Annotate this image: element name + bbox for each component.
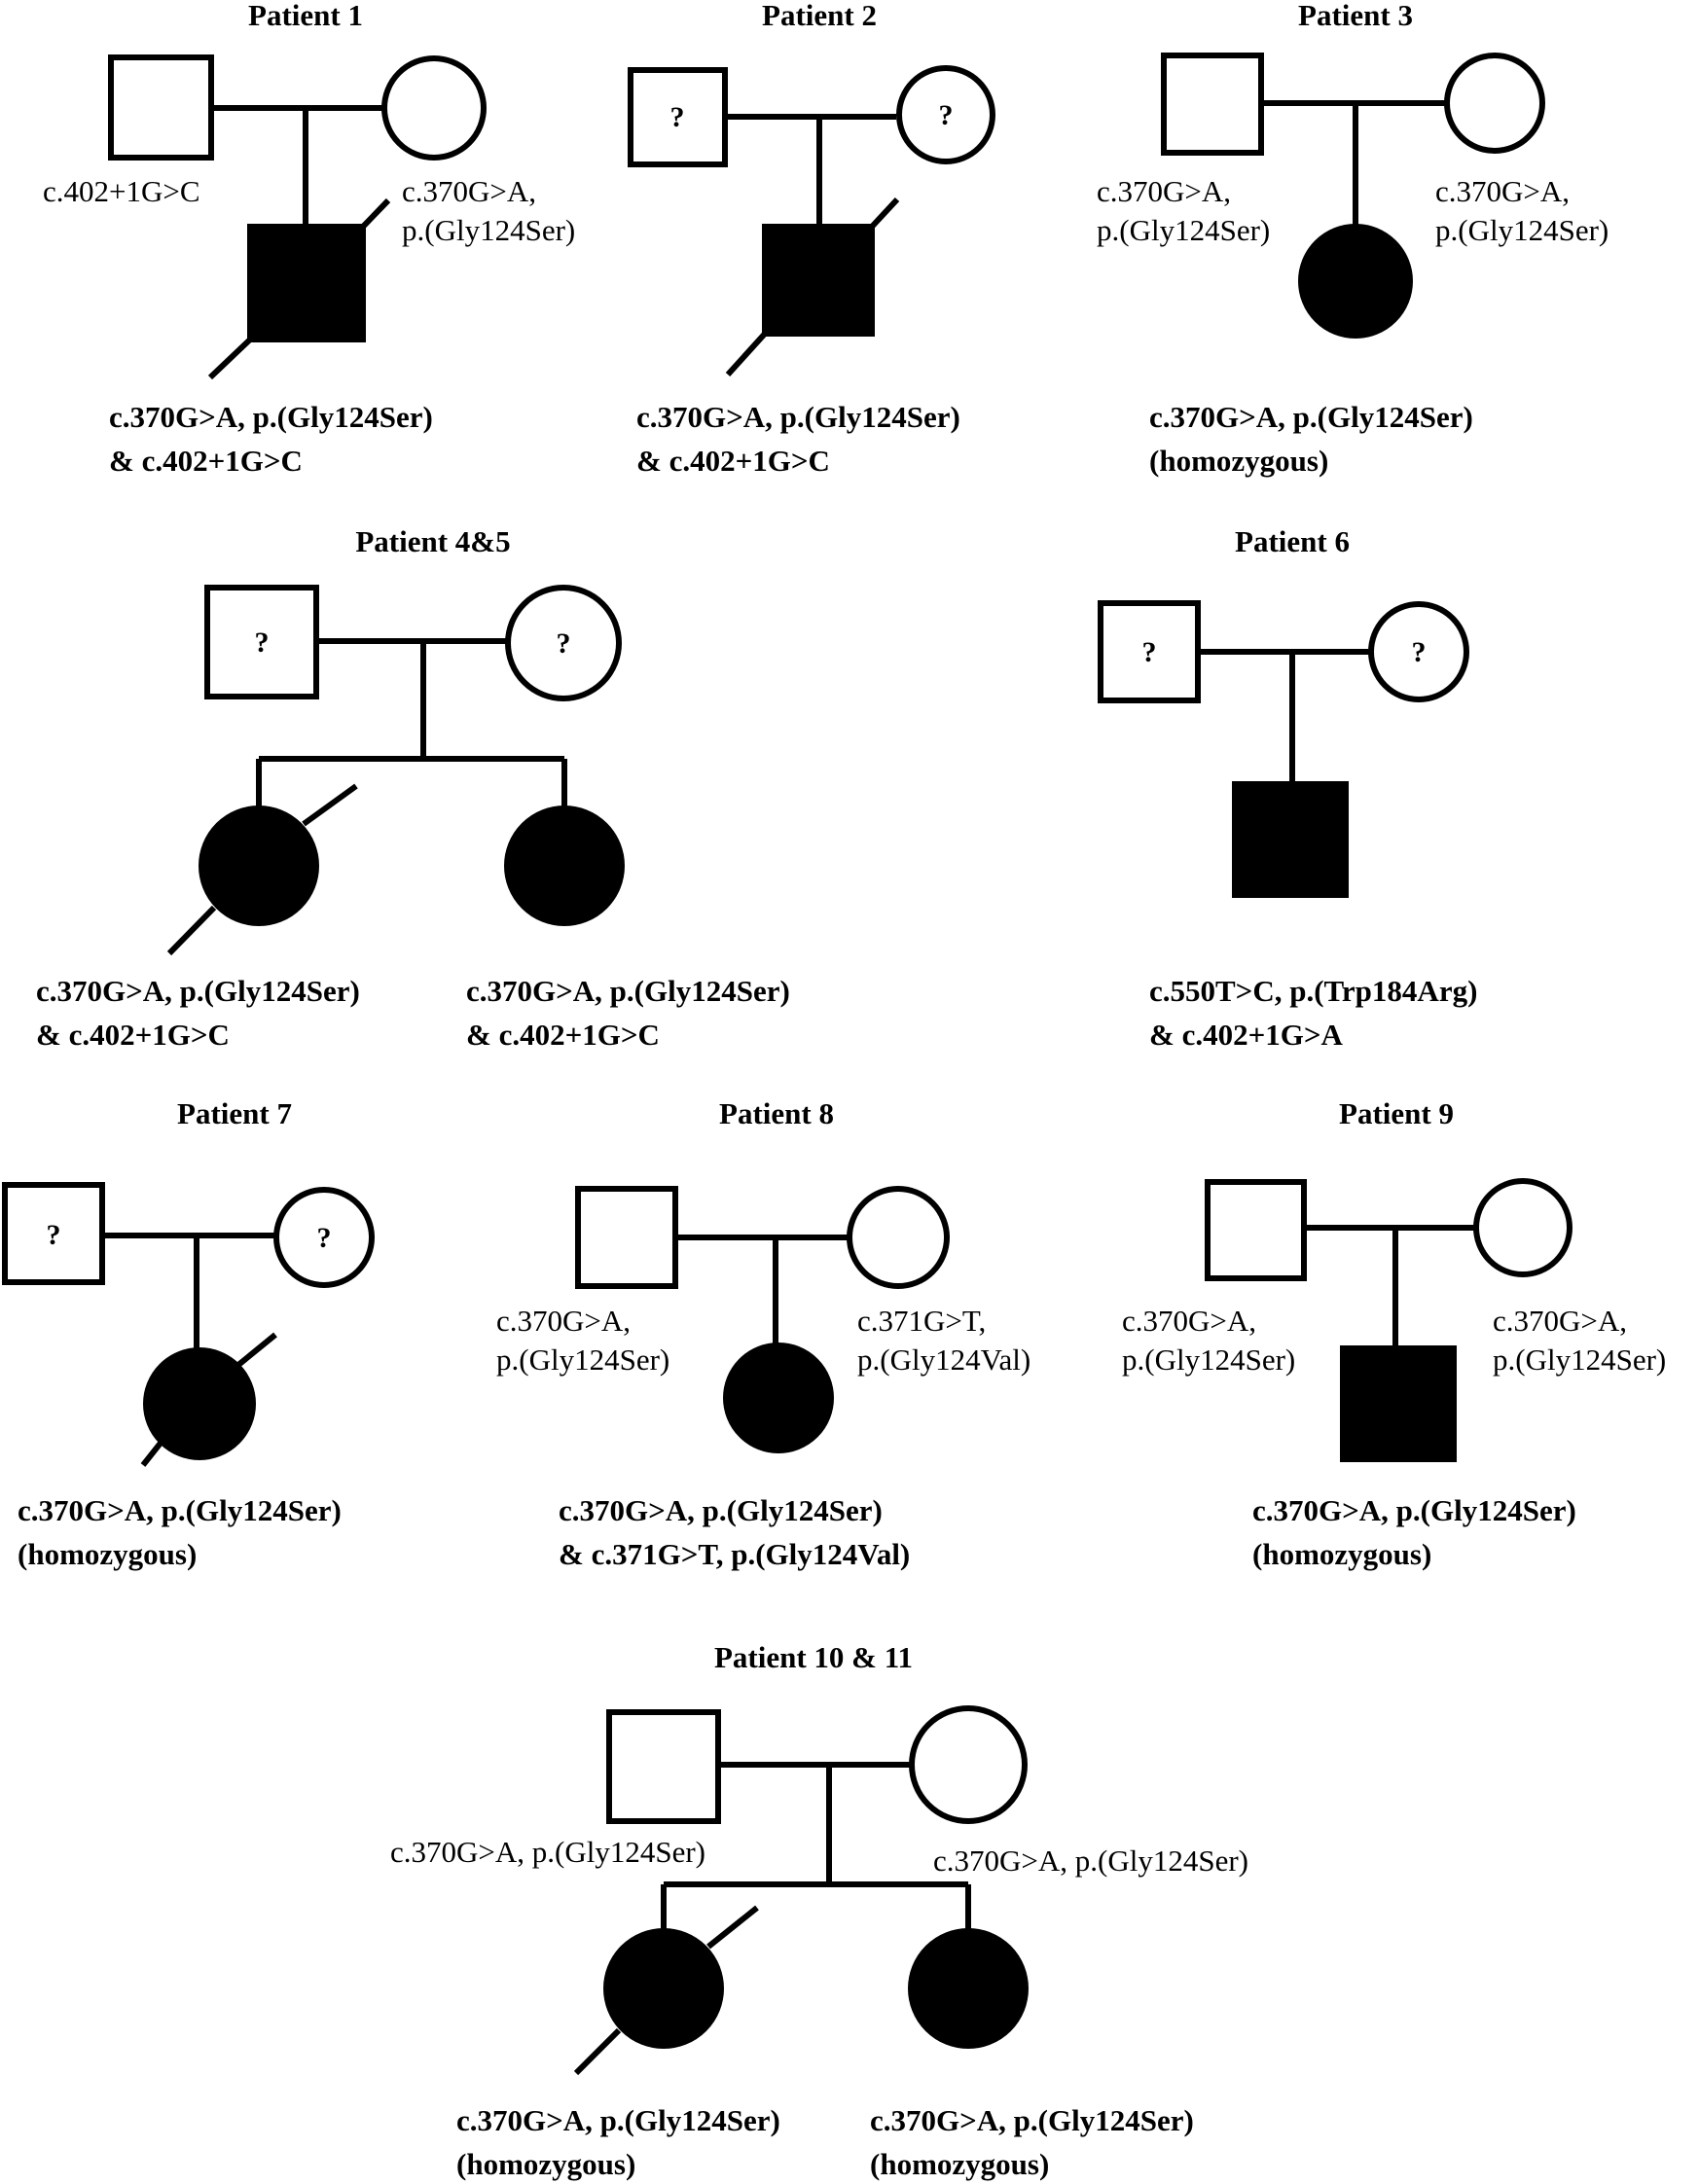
affected-female-proband	[1298, 224, 1413, 339]
affected-male-proband	[247, 224, 366, 342]
pedigree-title: Patient 4&5	[355, 524, 510, 558]
proband-genotype: c.370G>A, p.(Gly124Ser) (homozygous)	[1252, 1493, 1584, 1571]
proband-genotype: c.370G>A, p.(Gly124Ser) & c.402+1G>C	[636, 400, 968, 478]
pedigree-patient-1: Patient 1 c.402+1G>C c.370G>A, p.(Gly124…	[43, 0, 575, 478]
affected-female-child-2	[908, 1928, 1029, 2049]
proband-genotype: c.370G>A, p.(Gly124Ser) (homozygous)	[1149, 400, 1481, 478]
unknown-status-mark: ?	[1142, 636, 1157, 668]
mother-carrier-text: c.370G>A, p.(Gly124Ser)	[1493, 1304, 1666, 1377]
deceased-slash	[236, 1332, 277, 1368]
unknown-status-mark: ?	[1412, 636, 1427, 668]
deceased-slash	[140, 1440, 164, 1467]
father-carrier-text: c.370G>A, p.(Gly124Ser)	[1097, 174, 1270, 247]
pedigree-patient-10-11: Patient 10 & 11 c.370G>A, p.(Gly124Ser) …	[390, 1640, 1248, 2181]
father-symbol	[575, 1186, 678, 1289]
pedigree-title: Patient 1	[248, 0, 363, 32]
affected-female-proband	[143, 1347, 256, 1460]
deceased-slash	[207, 337, 253, 380]
deceased-slash	[360, 197, 391, 230]
father-symbol	[204, 585, 319, 699]
proband-genotype: c.370G>A, p.(Gly124Ser) & c.402+1G>C	[109, 400, 441, 478]
pedigree-title: Patient 6	[1235, 524, 1350, 558]
affected-female-child-1	[603, 1928, 724, 2049]
mother-carrier-text: c.370G>A, p.(Gly124Ser)	[933, 1844, 1248, 1878]
pedigree-title: Patient 8	[719, 1096, 834, 1130]
affected-female-child-2	[504, 806, 625, 926]
pedigree-title: Patient 10 & 11	[714, 1640, 913, 1674]
father-symbol	[2, 1182, 105, 1285]
father-symbol	[108, 54, 214, 161]
pedigree-patient-8: Patient 8 c.370G>A, p.(Gly124Ser) c.371G…	[496, 1096, 1030, 1571]
pedigree-patient-3: Patient 3 c.370G>A, p.(Gly124Ser) c.370G…	[1097, 0, 1609, 478]
pedigree-patient-6: Patient 6 ? ? c.550T>C, p.(Trp184Arg) & …	[1098, 524, 1485, 1052]
pedigree-title: Patient 2	[762, 0, 877, 32]
unknown-status-mark: ?	[47, 1219, 61, 1251]
mother-carrier-text: c.370G>A, p.(Gly124Ser)	[1435, 174, 1609, 247]
deceased-slash	[302, 783, 358, 827]
father-carrier-text: c.370G>A, p.(Gly124Ser)	[1122, 1304, 1295, 1377]
child-2-genotype: c.370G>A, p.(Gly124Ser) (homozygous)	[870, 2103, 1202, 2181]
pedigree-patient-9: Patient 9 c.370G>A, p.(Gly124Ser) c.370G…	[1122, 1096, 1666, 1571]
unknown-status-mark: ?	[670, 101, 685, 133]
mother-symbol	[1444, 53, 1545, 154]
mother-symbol	[896, 65, 995, 164]
unknown-status-mark: ?	[939, 99, 954, 131]
pedigree-patient-2: Patient 2 ? ? c.370G>A, p.(Gly124Ser) & …	[628, 0, 995, 478]
mother-carrier-text: c.371G>T, p.(Gly124Val)	[857, 1304, 1030, 1377]
mother-symbol	[909, 1705, 1028, 1824]
unknown-status-mark: ?	[557, 627, 571, 660]
mother-symbol	[1473, 1178, 1572, 1277]
pedigree-title: Patient 7	[177, 1096, 292, 1130]
pedigree-title: Patient 9	[1339, 1096, 1454, 1130]
child-2-genotype: c.370G>A, p.(Gly124Ser) & c.402+1G>C	[466, 974, 798, 1052]
father-symbol	[1161, 53, 1264, 156]
mother-carrier-text: c.370G>A, p.(Gly124Ser)	[402, 174, 575, 247]
mother-symbol	[847, 1186, 950, 1289]
deceased-slash	[166, 905, 217, 956]
father-carrier-text: c.402+1G>C	[43, 174, 200, 208]
deceased-slash	[573, 2027, 622, 2076]
mother-symbol	[1368, 601, 1469, 702]
proband-genotype: c.370G>A, p.(Gly124Ser) & c.371G>T, p.(G…	[559, 1493, 910, 1571]
father-symbol	[1205, 1179, 1307, 1281]
father-symbol	[1098, 600, 1201, 703]
affected-male-proband	[762, 224, 875, 337]
father-carrier-text: c.370G>A, p.(Gly124Ser)	[390, 1835, 705, 1869]
father-symbol	[606, 1709, 721, 1824]
affected-female-child-1	[199, 806, 319, 926]
deceased-slash	[869, 197, 900, 230]
affected-male-proband	[1340, 1345, 1457, 1462]
mother-symbol	[273, 1187, 375, 1288]
mother-symbol	[381, 55, 487, 161]
father-carrier-text: c.370G>A, p.(Gly124Ser)	[496, 1304, 669, 1377]
child-1-genotype: c.370G>A, p.(Gly124Ser) (homozygous)	[456, 2103, 788, 2181]
affected-male-proband	[1232, 781, 1349, 898]
father-symbol	[628, 67, 728, 167]
pedigree-title: Patient 3	[1298, 0, 1413, 32]
child-1-genotype: c.370G>A, p.(Gly124Ser) & c.402+1G>C	[36, 974, 368, 1052]
unknown-status-mark: ?	[255, 627, 270, 659]
affected-female-proband	[723, 1343, 834, 1453]
mother-symbol	[505, 585, 622, 701]
deceased-slash	[725, 331, 768, 377]
deceased-slash	[706, 1905, 759, 1950]
proband-genotype: c.370G>A, p.(Gly124Ser) (homozygous)	[18, 1493, 349, 1571]
unknown-status-mark: ?	[317, 1222, 332, 1254]
pedigree-patient-7: Patient 7 ? ? c.370G>A, p.(Gly124Ser) (h…	[2, 1096, 375, 1571]
pedigree-patient-4-5: Patient 4&5 ? ? c.370G>A, p.(Gly124Ser) …	[36, 524, 798, 1052]
proband-genotype: c.550T>C, p.(Trp184Arg) & c.402+1G>A	[1149, 974, 1485, 1052]
